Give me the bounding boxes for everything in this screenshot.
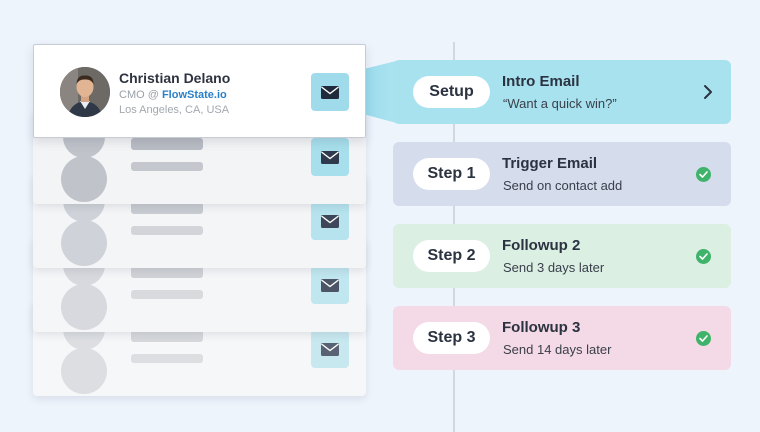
email-button[interactable] — [311, 202, 349, 240]
step-subtitle: “Want a quick win?” — [503, 96, 617, 111]
step-subtitle: Send on contact add — [503, 178, 623, 193]
step-pill: Setup — [413, 76, 490, 108]
person-photo-icon — [60, 67, 110, 117]
avatar-placeholder-body — [61, 284, 107, 330]
name-placeholder — [131, 138, 203, 150]
detail-placeholder — [131, 354, 203, 363]
chevron-right-icon[interactable] — [701, 82, 715, 102]
contact-location: Los Angeles, CA, USA — [119, 104, 230, 116]
name-placeholder — [131, 330, 203, 342]
avatar-placeholder-body — [61, 156, 107, 202]
step-pill: Step 3 — [413, 322, 490, 354]
envelope-icon — [321, 278, 339, 292]
step-subtitle: Send 3 days later — [503, 260, 605, 275]
sequence-step-setup[interactable]: Setup Intro Email “Want a quick win?” — [393, 60, 731, 124]
sequence-step-3[interactable]: Step 3 Followup 3 Send 14 days later — [393, 306, 731, 370]
step-title: Followup 3 — [502, 319, 581, 336]
step-subtitle: Send 14 days later — [503, 342, 612, 357]
role-prefix: CMO @ — [119, 89, 162, 101]
company-link[interactable]: FlowState.io — [161, 89, 227, 101]
envelope-icon — [321, 214, 339, 228]
detail-placeholder — [131, 162, 203, 171]
name-placeholder — [131, 266, 203, 278]
email-button[interactable] — [311, 138, 349, 176]
avatar — [60, 67, 110, 117]
contact-card-active[interactable]: Christian Delano CMO @ FlowState.io Los … — [33, 44, 366, 138]
contact-role: CMO @ FlowState.io — [119, 89, 227, 101]
check-circle-icon — [696, 249, 711, 264]
name-placeholder — [131, 202, 203, 214]
detail-placeholder — [131, 290, 203, 299]
email-button[interactable] — [311, 266, 349, 304]
envelope-icon — [321, 85, 339, 99]
contact-name: Christian Delano — [119, 70, 231, 86]
avatar-placeholder-body — [61, 220, 107, 266]
email-button[interactable] — [311, 330, 349, 368]
detail-placeholder — [131, 226, 203, 235]
avatar-placeholder-body — [61, 348, 107, 394]
step-title: Followup 2 — [502, 237, 581, 254]
step-title: Intro Email — [502, 73, 580, 90]
step-pill: Step 2 — [413, 240, 490, 272]
envelope-icon — [321, 342, 339, 356]
step-pill: Step 1 — [413, 158, 490, 190]
sequence-step-1[interactable]: Step 1 Trigger Email Send on contact add — [393, 142, 731, 206]
envelope-icon — [321, 150, 339, 164]
check-circle-icon — [696, 167, 711, 182]
email-button-active[interactable] — [311, 73, 349, 111]
sequence-step-2[interactable]: Step 2 Followup 2 Send 3 days later — [393, 224, 731, 288]
check-circle-icon — [696, 331, 711, 346]
step-title: Trigger Email — [502, 155, 598, 172]
